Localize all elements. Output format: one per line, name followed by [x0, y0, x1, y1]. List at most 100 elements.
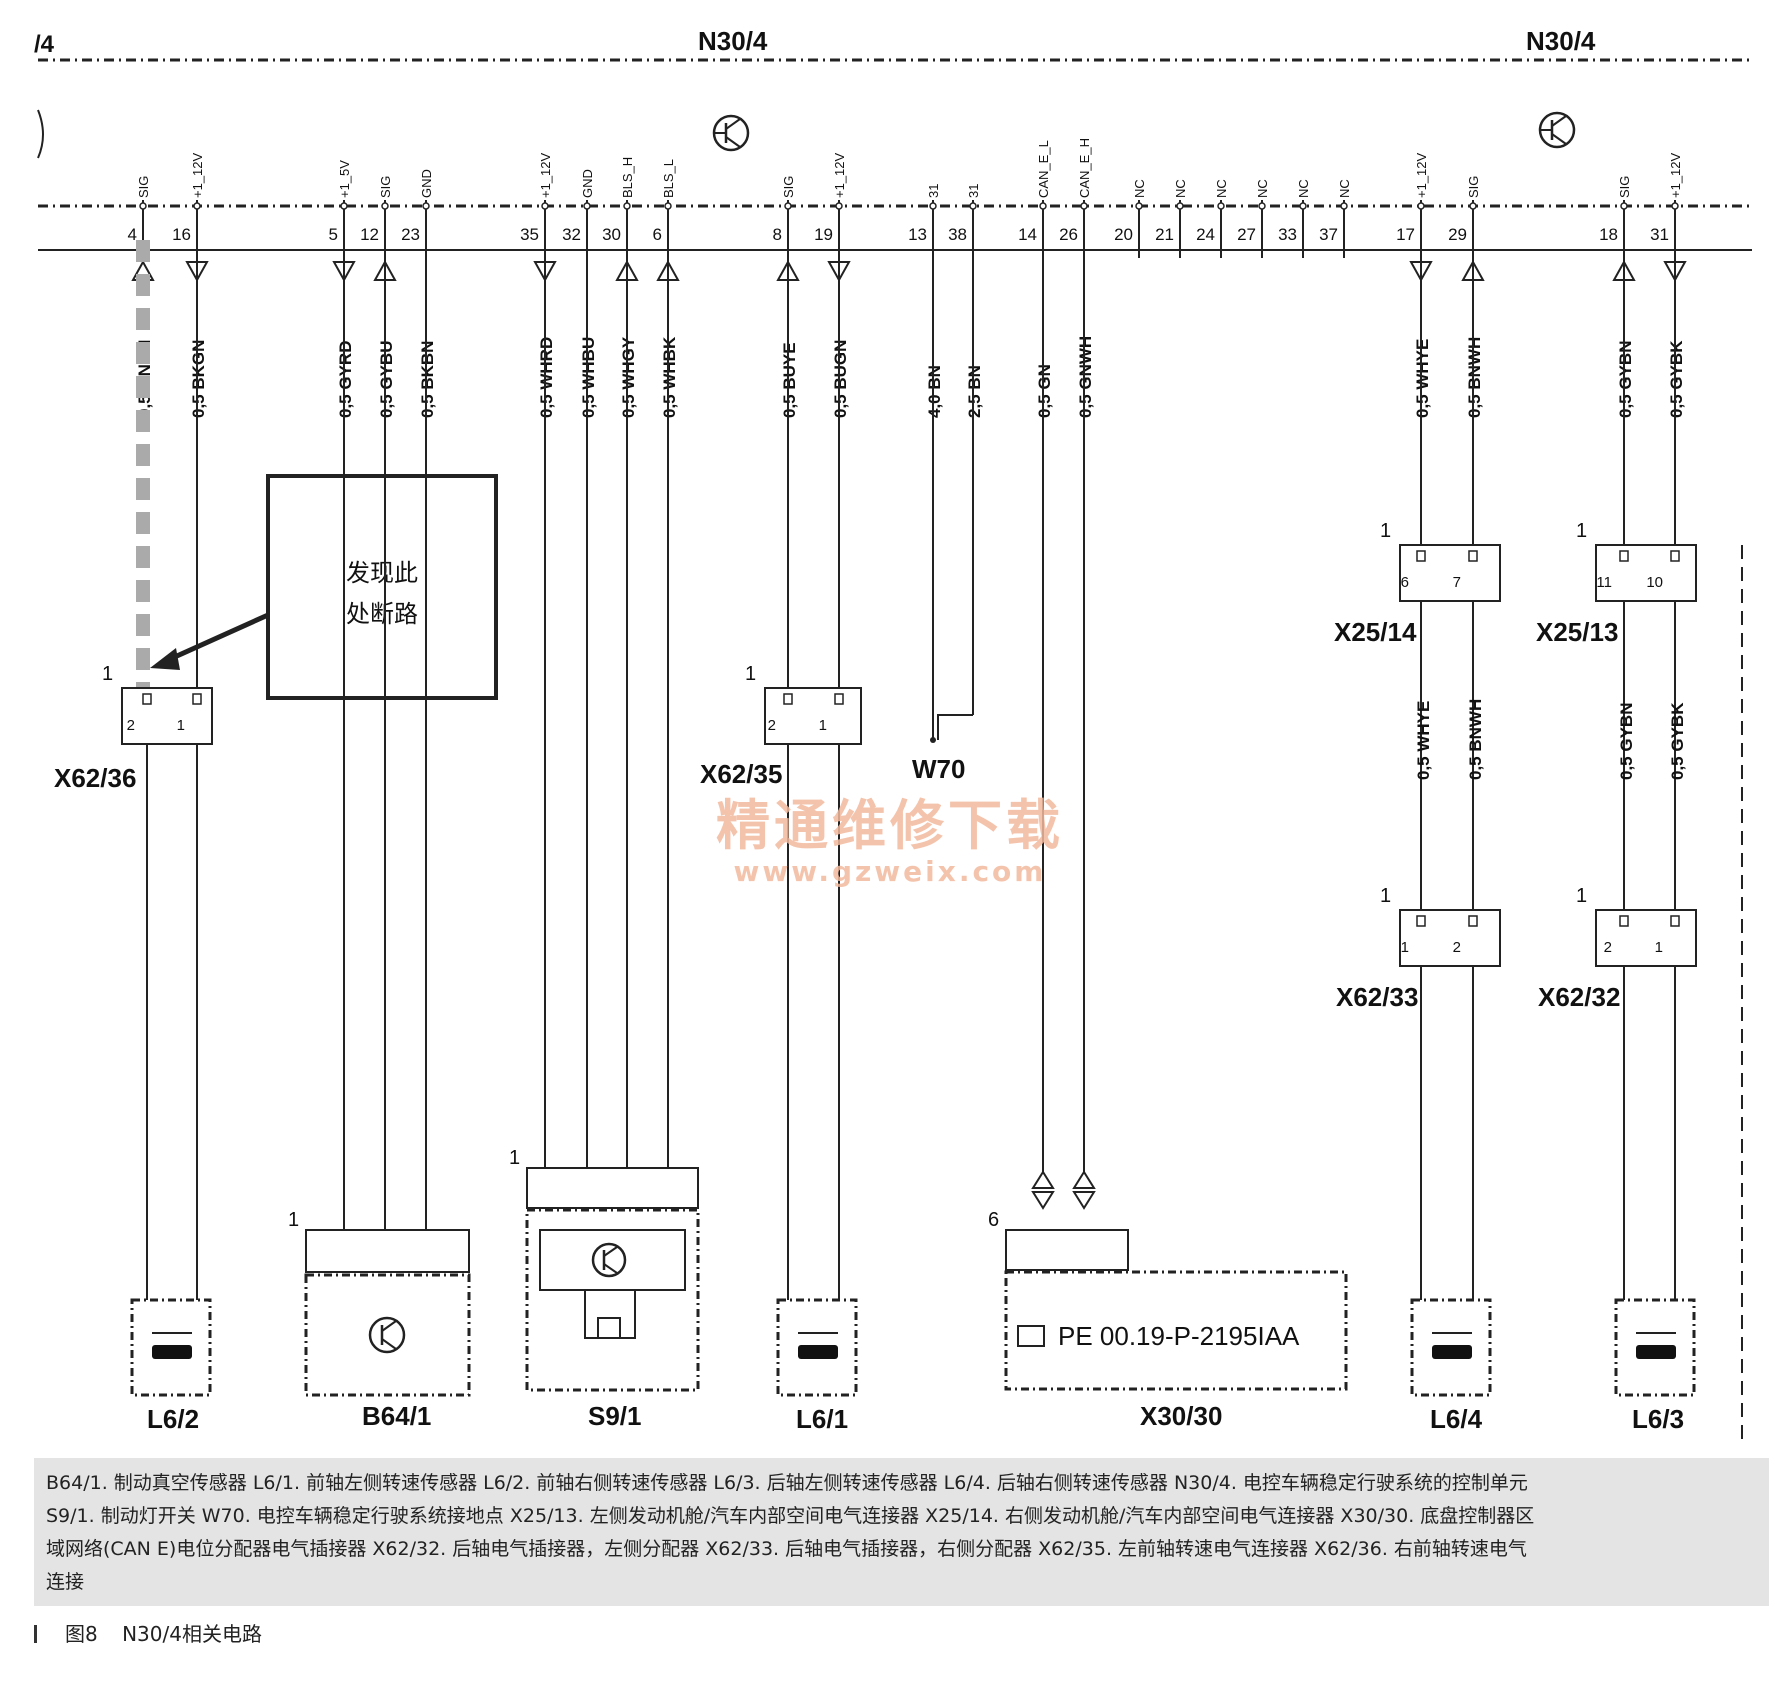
s9-1-connector: [526, 1167, 699, 1209]
pin-column: NC 37: [1319, 179, 1352, 258]
connector-number: 1: [288, 1209, 299, 1231]
ecu-label-center: N30/4: [698, 26, 768, 56]
pin-terminal: [1135, 202, 1143, 210]
pin-number: 17: [1396, 225, 1415, 244]
figure-caption: 图8 N30/4相关电路: [34, 1618, 262, 1647]
connector-housing: [1399, 544, 1501, 602]
wire-label: 0,5 GYBU: [377, 341, 396, 418]
connector-pin: [1468, 915, 1478, 927]
pin-terminal: [784, 202, 792, 210]
wire-label: 0,5 GYRD: [336, 341, 355, 418]
x30-30-label: X30/30: [1140, 1401, 1222, 1431]
pin-number: 23: [401, 225, 420, 244]
connector-pin-number: 1: [1401, 939, 1409, 956]
connector-pin: [783, 693, 793, 705]
connector-pin-number: 6: [1401, 574, 1409, 591]
pin-number: 14: [1018, 225, 1037, 244]
connector-pin-number: 1: [1655, 939, 1663, 956]
pin-terminal: [623, 202, 631, 210]
connector-number: 1: [1576, 520, 1587, 542]
connector-number: 1: [102, 663, 113, 685]
pin-number: 30: [602, 225, 621, 244]
pin-terminal: [1080, 202, 1088, 210]
pin-column: +1_12V 19 0,5 BUGN: [814, 152, 851, 418]
connector-pin: [1619, 915, 1629, 927]
connector-number: 6: [988, 1209, 999, 1231]
connector-pin: [1670, 915, 1680, 927]
connector-pin-number: 2: [1453, 939, 1461, 956]
b64-1-label: B64/1: [362, 1401, 431, 1431]
connector-number: 1: [745, 663, 756, 685]
pin-number: 19: [814, 225, 833, 244]
pin-terminal: [340, 202, 348, 210]
connector-housing: [1595, 544, 1697, 602]
pin-signal-label: NC: [1173, 179, 1188, 198]
pin-number: 32: [562, 225, 581, 244]
callout-line2: 处断路: [346, 600, 418, 628]
speed-sensor-l6-1: L6/1: [776, 1298, 858, 1434]
pin-signal-label: SIG: [136, 176, 151, 198]
pin-number: 20: [1114, 225, 1133, 244]
connector-pin: [834, 693, 844, 705]
pin-signal-label: +1_5V: [337, 160, 352, 198]
lower-wire-label: 0,5 GYBN: [1617, 703, 1636, 780]
speed-sensor-l6-3: L6/3: [1614, 1298, 1696, 1434]
connector-number: 1: [509, 1147, 520, 1169]
connector-pin-number: 11: [1596, 574, 1612, 591]
pin-number: 18: [1599, 225, 1618, 244]
connector-label: X25/14: [1334, 617, 1417, 647]
pin-signal-label: SIG: [378, 176, 393, 198]
connector-label: X25/13: [1536, 617, 1618, 647]
pin-terminal: [1299, 202, 1307, 210]
pin-number: 5: [329, 225, 338, 244]
connector-label: X62/33: [1336, 982, 1418, 1012]
connector-pin-number: 2: [768, 717, 776, 734]
callout-arrow-head: [150, 648, 180, 670]
pressure-sensor-icon: [368, 1316, 406, 1354]
connector-pin-number: 2: [127, 717, 135, 734]
pin-number: 24: [1196, 225, 1215, 244]
wire-label: 2,5 BN: [965, 365, 984, 418]
document-icon: [1017, 1325, 1045, 1347]
pin-signal-label: BLS_L: [661, 159, 676, 198]
connector-pin-number: 1: [819, 717, 827, 734]
sensor-housing: [1410, 1298, 1492, 1397]
pin-terminal: [193, 202, 201, 210]
figure-title: N30/4相关电路: [122, 1622, 262, 1646]
caption-bar: [34, 1625, 37, 1643]
pin-number: 37: [1319, 225, 1338, 244]
pin-signal-label: CAN_E_L: [1036, 140, 1051, 198]
pin-terminal: [139, 202, 147, 210]
pin-signal-label: NC: [1255, 179, 1270, 198]
pin-signal-label: NC: [1337, 179, 1352, 198]
figure-number: 图8: [65, 1622, 98, 1646]
connector-number: 1: [1576, 885, 1587, 907]
ecu-label-right: N30/4: [1526, 26, 1596, 56]
pin-number: 26: [1059, 225, 1078, 244]
pin-terminal: [541, 202, 549, 210]
connector-pin: [192, 693, 202, 705]
pin-signal-label: CAN_E_H: [1077, 138, 1092, 198]
pin-signal-label: NC: [1132, 179, 1147, 198]
sensor-label: L6/2: [147, 1404, 199, 1434]
pin-signal-label: 31: [966, 184, 981, 198]
wire-label: 0,5 WHGY: [619, 336, 638, 418]
wire-label: 0,5 BKGN: [189, 340, 208, 418]
legend-line: 连接: [46, 1571, 85, 1593]
pin-terminal: [1217, 202, 1225, 210]
connector-pin: [1670, 550, 1680, 562]
pin-signal-label: +1_12V: [832, 152, 847, 198]
pin-column: NC 20: [1114, 179, 1147, 258]
wire-label: 0,5 BUGN: [831, 340, 850, 418]
pin-number: 38: [948, 225, 967, 244]
sensor-label: L6/4: [1430, 1404, 1483, 1434]
pin-signal-label: NC: [1296, 179, 1311, 198]
